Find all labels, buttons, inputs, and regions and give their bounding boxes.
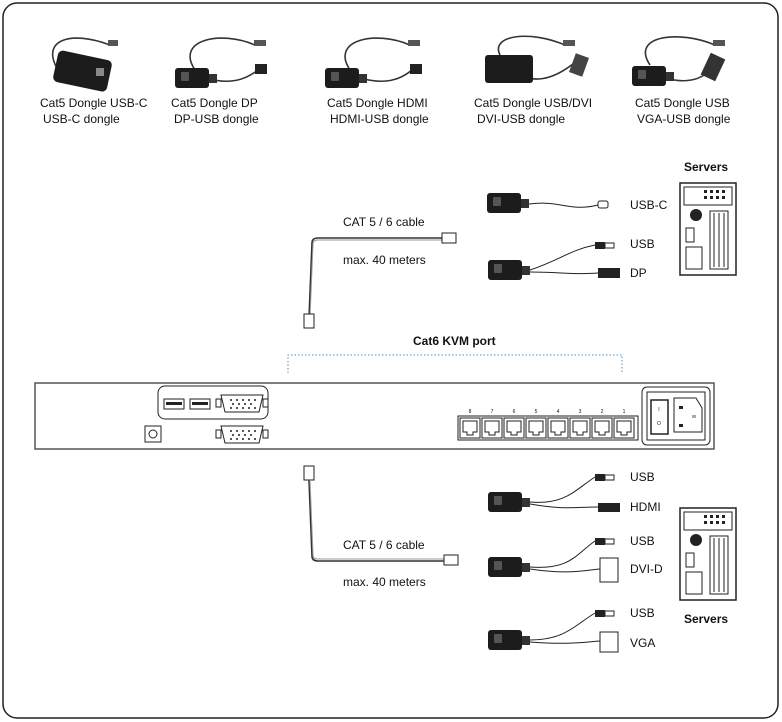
connector-label-usb: USB — [630, 606, 655, 620]
dongle-vga-image — [632, 36, 726, 86]
dongle-type: DP-USB dongle — [174, 112, 259, 126]
ac-inlet-icon — [673, 397, 703, 433]
power-switch-icon: I O — [650, 399, 669, 435]
dongle-hdmi-connection — [488, 473, 620, 512]
connector-label-usbc: USB-C — [630, 198, 668, 212]
dongle-name: Cat5 Dongle DP — [171, 96, 258, 110]
port-number: 8 — [469, 409, 472, 415]
dongle-labels: Cat5 Dongle USB-C USB-C dongle Cat5 Dong… — [40, 96, 731, 126]
cable-label-bottom: CAT 5 / 6 cable — [343, 538, 425, 552]
dongle-type: HDMI-USB dongle — [330, 112, 429, 126]
port-number: 6 — [513, 409, 516, 415]
kvm-port-bracket — [287, 354, 623, 373]
power-jack-icon — [144, 425, 162, 443]
dongle-type: DVI-USB dongle — [477, 112, 565, 126]
dongle-name: Cat5 Dongle HDMI — [327, 96, 428, 110]
cable-top — [303, 232, 457, 329]
servers-label-bottom: Servers — [684, 612, 728, 626]
usb-port-icon — [189, 398, 211, 410]
port-number: 3 — [579, 409, 582, 415]
connector-label-usb: USB — [630, 237, 655, 251]
connector-label-vga: VGA — [630, 636, 655, 650]
usb-port-icon — [163, 398, 185, 410]
dongle-name: Cat5 Dongle USB — [635, 96, 730, 110]
server-tower-icon — [679, 507, 737, 601]
dongle-hdmi-image — [325, 37, 422, 88]
dongle-dp-image — [175, 37, 267, 88]
cable-bottom — [303, 465, 459, 566]
dongle-usbc-image — [51, 37, 118, 92]
cable-label-top: CAT 5 / 6 cable — [343, 215, 425, 229]
port-number: 7 — [491, 409, 494, 415]
server-tower-icon — [679, 182, 737, 276]
port-number: 2 — [601, 409, 604, 415]
dongle-dvi-connection — [488, 537, 619, 583]
connector-label-hdmi: HDMI — [630, 500, 661, 514]
port-number: 5 — [535, 409, 538, 415]
dongle-dvi-image — [485, 35, 589, 83]
kvm-port-label: Cat6 KVM port — [413, 334, 496, 348]
port-number: 1 — [623, 409, 626, 415]
dongle-type: VGA-USB dongle — [637, 112, 731, 126]
svg-text:O: O — [657, 421, 661, 427]
cable-length-top: max. 40 meters — [343, 253, 426, 267]
dongle-name: Cat5 Dongle USB-C — [40, 96, 148, 110]
connector-label-dp: DP — [630, 266, 647, 280]
connector-label-usb: USB — [630, 470, 655, 484]
dongle-name: Cat5 Dongle USB/DVI — [474, 96, 592, 110]
kvm-switch-rear-panel: 8 7 6 5 4 3 2 1 I O — [34, 382, 715, 450]
dongle-dp-connection — [488, 241, 620, 280]
cable-length-bottom: max. 40 meters — [343, 575, 426, 589]
svg-text:I: I — [658, 407, 659, 413]
dongle-vga-connection — [488, 609, 619, 653]
port-number: 4 — [557, 409, 560, 415]
dongle-type: USB-C dongle — [43, 112, 120, 126]
connector-label-dvid: DVI-D — [630, 562, 663, 576]
dongle-usbc-connection — [487, 193, 609, 213]
servers-label-top: Servers — [684, 160, 728, 174]
connector-label-usb: USB — [630, 534, 655, 548]
